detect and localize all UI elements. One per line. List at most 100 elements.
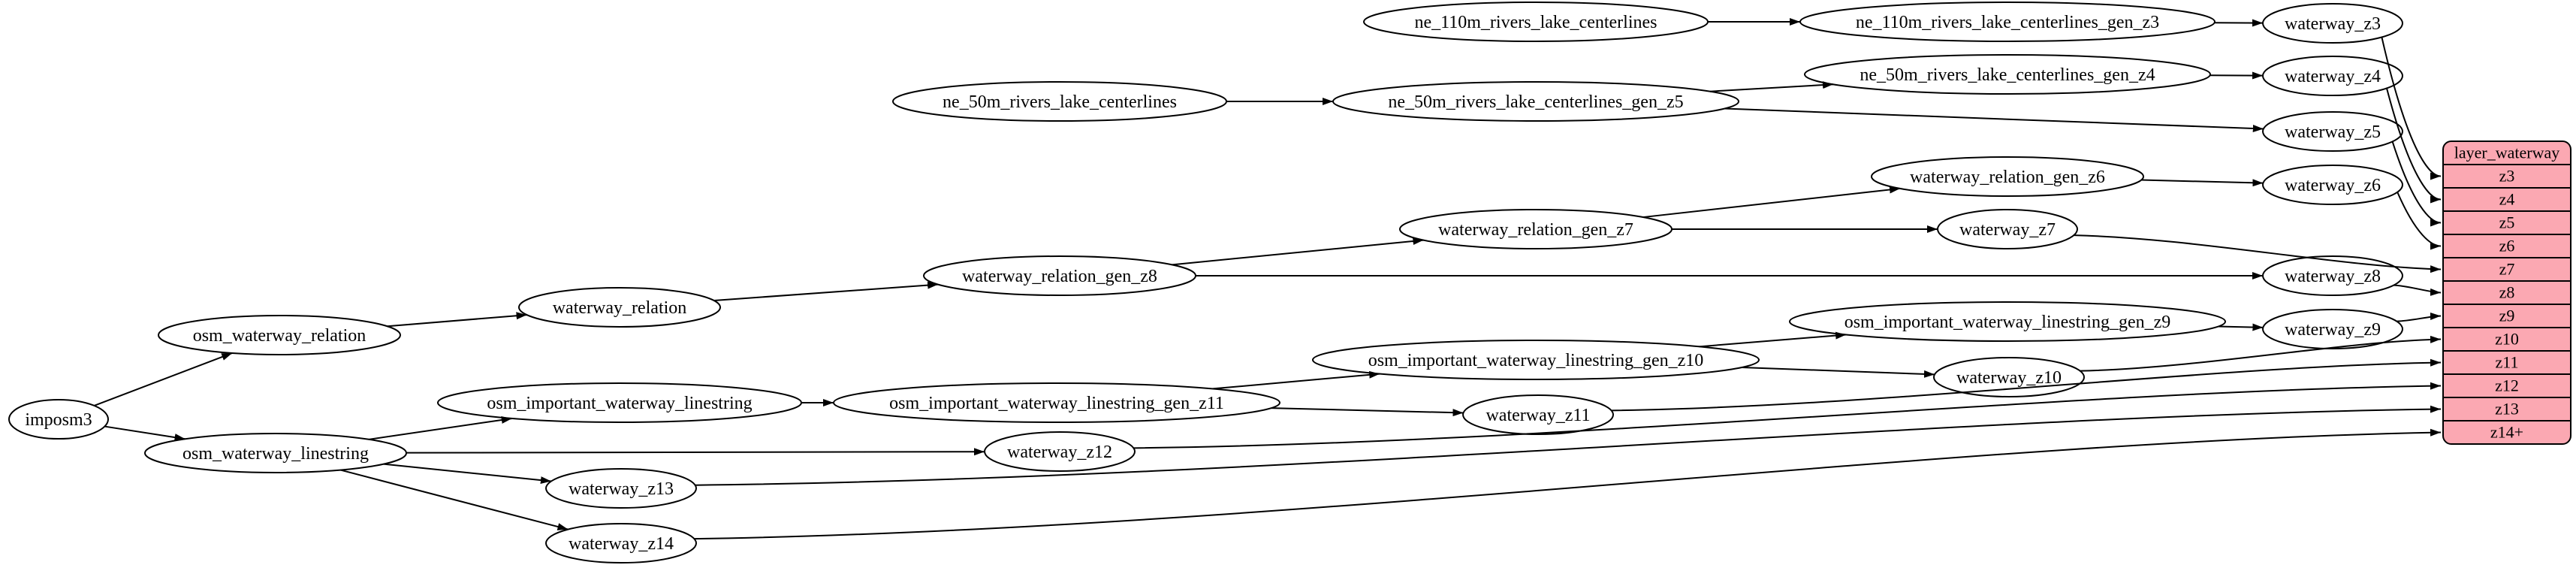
edge-waterway_relation_gen_z8-to-waterway_relation_gen_z7	[1172, 237, 1424, 266]
edge-ne_50m_rivers_lake_centerlines_gen_z5-to-ne_50m_rivers_lake_centerlines_gen_z4	[1709, 81, 1834, 92]
record-row-z13: z13	[2495, 400, 2519, 418]
edge-imposm3-to-osm_waterway_linestring	[104, 425, 186, 442]
edge-waterway_z5-to-z5	[2391, 141, 2442, 227]
edge-waterway_relation-to-waterway_relation_gen_z8	[713, 281, 939, 301]
edge-ne_50m_rivers_lake_centerlines_gen_z5-to-waterway_z5	[1724, 107, 2264, 132]
record-row-z10: z10	[2495, 330, 2519, 349]
record-row-z8: z8	[2499, 283, 2515, 302]
edge-waterway_z13-to-z13	[695, 405, 2442, 486]
node-waterway_z14: waterway_z14	[545, 523, 697, 563]
edge-waterway_relation_gen_z6-to-waterway_z6	[2141, 179, 2264, 187]
node-waterway_z9: waterway_z9	[2262, 309, 2403, 349]
edge-waterway_z8-to-z8	[2394, 284, 2442, 296]
node-waterway_relation: waterway_relation	[518, 287, 721, 328]
edge-osm_important_waterway_linestring_gen_z11-to-osm_important_waterway_linestring_gen_z10	[1212, 370, 1380, 390]
node-ellipse-ne_50m_rivers_lake_centerlines_gen_z4	[1804, 54, 2211, 95]
node-waterway_z4: waterway_z4	[2262, 56, 2403, 96]
node-waterway_z5: waterway_z5	[2262, 111, 2403, 152]
record-row-z4: z4	[2499, 190, 2515, 209]
node-ne_50m_rivers_lake_centerlines_gen_z5: ne_50m_rivers_lake_centerlines_gen_z5	[1332, 81, 1739, 122]
edge-waterway_z11-to-z11	[1611, 358, 2442, 412]
record-row-z5: z5	[2499, 213, 2515, 232]
node-label-waterway_z4: waterway_z4	[2285, 67, 2381, 86]
node-waterway_relation_gen_z8: waterway_relation_gen_z8	[923, 255, 1196, 296]
edge-osm_waterway_relation-to-waterway_relation	[387, 312, 527, 328]
node-label-waterway_z13: waterway_z13	[569, 479, 674, 499]
node-label-osm_waterway_relation: osm_waterway_relation	[193, 326, 366, 346]
node-waterway_z12: waterway_z12	[984, 431, 1136, 472]
edge-osm_important_waterway_linestring_gen_z9-to-waterway_z9	[2218, 323, 2264, 331]
node-ne_50m_rivers_lake_centerlines: ne_50m_rivers_lake_centerlines	[892, 81, 1227, 122]
record-layer-waterway: layer_waterwayz3z4z5z6z7z8z9z10z11z12z13…	[2442, 140, 2571, 445]
node-label-waterway_z14: waterway_z14	[569, 534, 674, 554]
node-waterway_z7: waterway_z7	[1937, 209, 2078, 249]
node-ellipse-waterway_relation	[518, 287, 721, 328]
node-imposm3: imposm3	[8, 399, 109, 440]
node-osm_waterway_relation: osm_waterway_relation	[158, 315, 401, 355]
node-osm_important_waterway_linestring_gen_z9: osm_important_waterway_linestring_gen_z9	[1789, 301, 2226, 342]
node-label-waterway_z12: waterway_z12	[1007, 443, 1112, 462]
node-waterway_z3: waterway_z3	[2262, 3, 2403, 44]
node-label-imposm3: imposm3	[25, 410, 92, 430]
node-ne_50m_rivers_lake_centerlines_gen_z4: ne_50m_rivers_lake_centerlines_gen_z4	[1804, 54, 2211, 95]
node-ellipse-waterway_z13	[545, 468, 697, 509]
node-osm_waterway_linestring: osm_waterway_linestring	[144, 433, 407, 473]
record-row-z9: z9	[2499, 307, 2515, 325]
node-label-osm_important_waterway_linestring_gen_z9: osm_important_waterway_linestring_gen_z9	[1845, 313, 2171, 332]
node-label-ne_110m_rivers_lake_centerlines_gen_z3: ne_110m_rivers_lake_centerlines_gen_z3	[1856, 13, 2159, 32]
node-label-waterway_relation_gen_z7: waterway_relation_gen_z7	[1438, 220, 1633, 240]
node-label-ne_50m_rivers_lake_centerlines_gen_z4: ne_50m_rivers_lake_centerlines_gen_z4	[1860, 65, 2155, 85]
node-label-waterway_z5: waterway_z5	[2285, 122, 2381, 142]
node-label-waterway_z10: waterway_z10	[1956, 368, 2062, 388]
edge-imposm3-to-osm_waterway_relation	[94, 352, 233, 406]
node-waterway_z10: waterway_z10	[1933, 357, 2085, 397]
node-label-waterway_relation_gen_z8: waterway_relation_gen_z8	[962, 267, 1157, 286]
edge-waterway_z12-to-z12	[1133, 382, 2442, 449]
node-label-waterway_z8: waterway_z8	[2285, 267, 2381, 286]
node-label-waterway_z7: waterway_z7	[1959, 220, 2056, 240]
node-waterway_z13: waterway_z13	[545, 468, 697, 509]
edge-waterway_z3-to-z3	[2381, 37, 2442, 180]
record-title: layer_waterway	[2454, 144, 2559, 162]
node-ne_110m_rivers_lake_centerlines_gen_z3: ne_110m_rivers_lake_centerlines_gen_z3	[1799, 2, 2216, 42]
node-label-osm_important_waterway_linestring: osm_important_waterway_linestring	[487, 394, 752, 413]
record-row-z14+: z14+	[2490, 423, 2523, 442]
node-label-ne_50m_rivers_lake_centerlines_gen_z5: ne_50m_rivers_lake_centerlines_gen_z5	[1388, 92, 1683, 112]
node-ellipse-osm_important_waterway_linestring_gen_z9	[1789, 301, 2226, 342]
node-label-waterway_z11: waterway_z11	[1486, 406, 1590, 425]
node-label-waterway_z3: waterway_z3	[2285, 14, 2381, 34]
edge-osm_important_waterway_linestring_gen_z10-to-osm_important_waterway_linestring_gen_z9	[1699, 331, 1847, 348]
edge-osm_important_waterway_linestring_gen_z11-to-waterway_z11	[1271, 407, 1464, 417]
node-label-osm_important_waterway_linestring_gen_z11: osm_important_waterway_linestring_gen_z1…	[889, 394, 1224, 413]
node-waterway_z6: waterway_z6	[2262, 165, 2403, 205]
edge-waterway_relation_gen_z7-to-waterway_relation_gen_z6	[1642, 186, 1901, 219]
node-label-waterway_z9: waterway_z9	[2285, 320, 2381, 340]
node-osm_important_waterway_linestring_gen_z10: osm_important_waterway_linestring_gen_z1…	[1312, 340, 1760, 380]
edge-osm_waterway_linestring-to-waterway_z14	[340, 469, 569, 530]
node-label-waterway_relation: waterway_relation	[553, 298, 687, 318]
edge-waterway_z4-to-z4	[2386, 88, 2442, 204]
record-row-z6: z6	[2499, 237, 2515, 255]
node-waterway_z11: waterway_z11	[1462, 394, 1614, 435]
record-outline	[2442, 140, 2571, 445]
node-osm_important_waterway_linestring: osm_important_waterway_linestring	[437, 382, 802, 423]
node-label-ne_50m_rivers_lake_centerlines: ne_50m_rivers_lake_centerlines	[943, 92, 1177, 112]
node-ellipse-waterway_z14	[545, 523, 697, 563]
node-label-osm_waterway_linestring: osm_waterway_linestring	[182, 444, 369, 464]
node-label-waterway_z6: waterway_z6	[2285, 176, 2381, 195]
node-ellipse-osm_important_waterway_linestring_gen_z10	[1312, 340, 1760, 380]
node-label-waterway_relation_gen_z6: waterway_relation_gen_z6	[1910, 168, 2105, 187]
node-ellipse-osm_waterway_relation	[158, 315, 401, 355]
node-waterway_z8: waterway_z8	[2262, 255, 2403, 296]
record-row-z12: z12	[2495, 376, 2519, 395]
record-row-z11: z11	[2496, 353, 2519, 372]
node-ellipse-imposm3	[8, 399, 109, 440]
node-label-osm_important_waterway_linestring_gen_z10: osm_important_waterway_linestring_gen_z1…	[1368, 351, 1704, 370]
node-ellipse-waterway_relation_gen_z6	[1871, 156, 2144, 197]
record-row-z3: z3	[2499, 167, 2515, 186]
edge-waterway_z10-to-z10	[2080, 335, 2442, 372]
node-ne_110m_rivers_lake_centerlines: ne_110m_rivers_lake_centerlines	[1363, 2, 1709, 42]
node-waterway_relation_gen_z6: waterway_relation_gen_z6	[1871, 156, 2144, 197]
edge-waterway_z6-to-z6	[2397, 192, 2442, 250]
